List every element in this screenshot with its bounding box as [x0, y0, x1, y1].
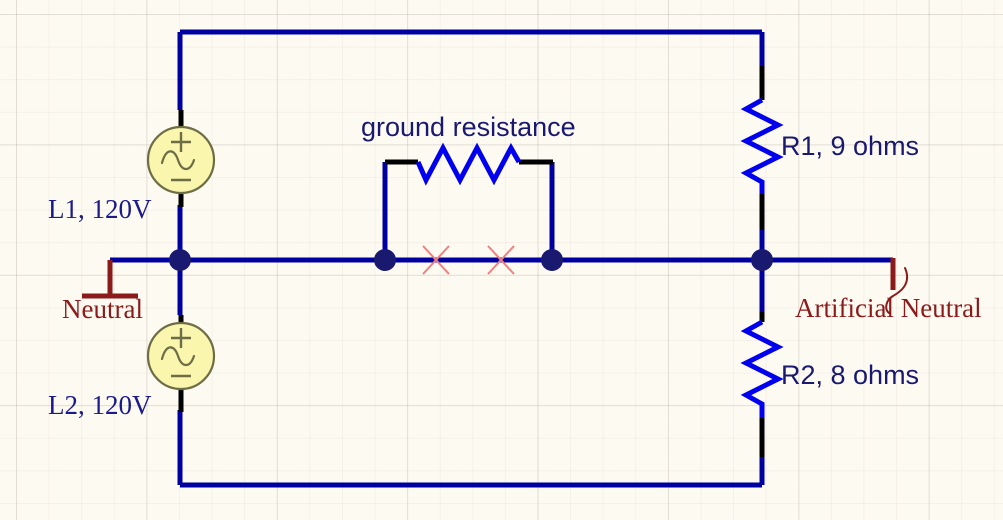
- junction-dot-rg-left: [374, 249, 396, 271]
- label-r2: R2, 8 ohms: [781, 360, 920, 390]
- r2-zigzag-body: [740, 319, 784, 418]
- label-ground-resistance: ground resistance: [361, 112, 576, 142]
- junction-dot-artificial-neutral: [751, 249, 773, 271]
- no-connect-markers: [422, 245, 515, 275]
- junction-dots: [169, 249, 773, 271]
- label-l1: L1, 120V: [48, 194, 152, 224]
- component-l1-ac-source[interactable]: [146, 110, 216, 207]
- r1-zigzag-body: [740, 97, 784, 194]
- label-l2: L2, 120V: [48, 390, 152, 420]
- neutral-ground-symbol[interactable]: [82, 260, 138, 299]
- l2-source-body: [146, 321, 216, 391]
- rg-zigzag-body: [415, 142, 522, 186]
- label-neutral: Neutral: [62, 294, 143, 324]
- l2-sine-icon: [160, 346, 196, 367]
- label-artificial-neutral: Artificial Neutral: [795, 293, 982, 323]
- label-r1: R1, 9 ohms: [781, 131, 920, 161]
- junction-dot-neutral-left: [169, 249, 191, 271]
- no-connect-x-icon-1: [422, 245, 450, 275]
- artificial-neutral-flag-hook-icon: [885, 267, 909, 314]
- component-r2[interactable]: [740, 312, 784, 457]
- l1-plus-icon: [171, 132, 191, 152]
- component-l2-ac-source[interactable]: [146, 315, 216, 412]
- junction-dot-rg-right: [541, 249, 563, 271]
- no-connect-x-icon-2: [487, 245, 515, 275]
- l2-plus-icon: [171, 328, 191, 348]
- component-ground-resistance[interactable]: [382, 142, 555, 258]
- component-r1[interactable]: [740, 66, 784, 230]
- l1-source-body: [146, 125, 216, 195]
- l1-sine-icon: [160, 150, 196, 171]
- artificial-neutral-flag-symbol[interactable]: [885, 258, 909, 314]
